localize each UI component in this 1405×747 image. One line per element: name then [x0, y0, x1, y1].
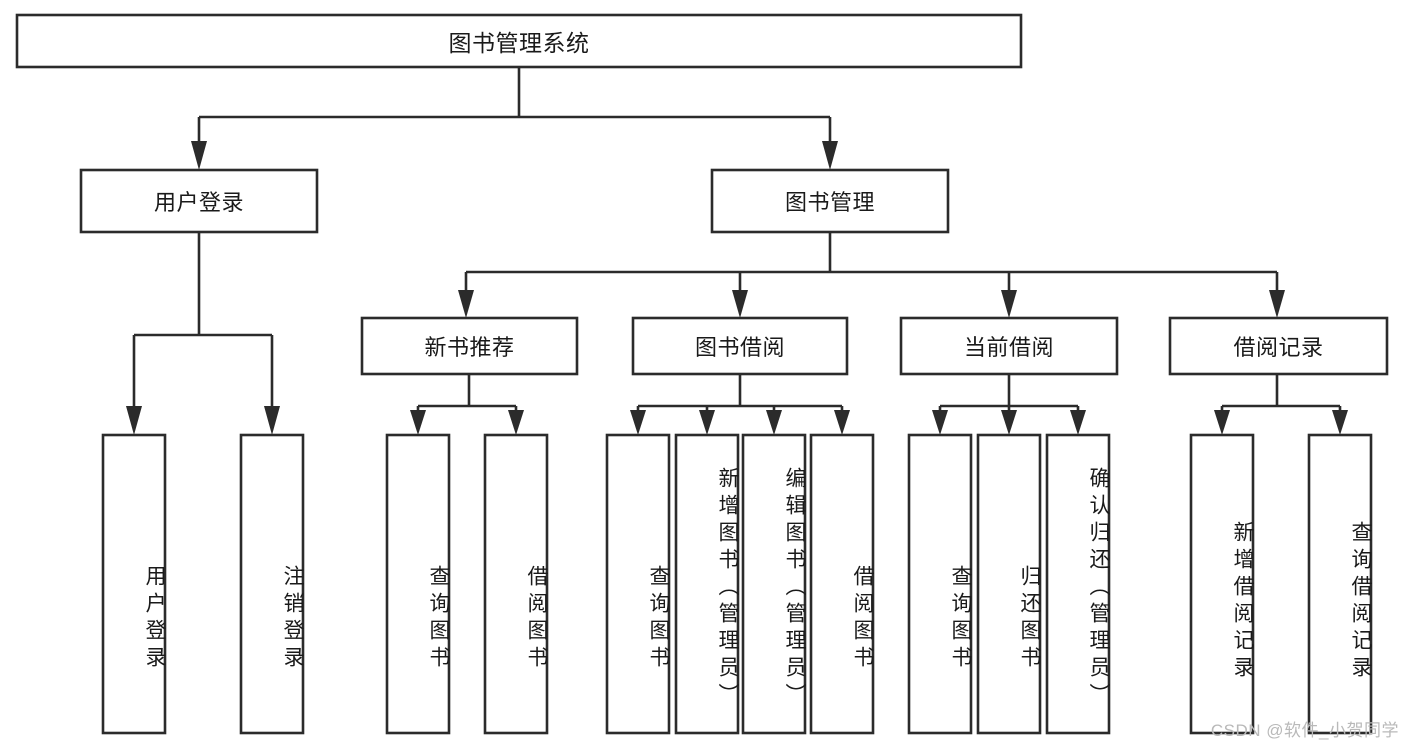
arrow-current-borrow-to-leaf-2	[1001, 410, 1017, 435]
node-new-book-recommend[interactable]	[360, 316, 579, 376]
node-leaf-book-borrow-2[interactable]	[674, 433, 740, 735]
arrow-book-borrow-to-leaf-2	[699, 410, 715, 435]
node-leaf-book-borrow-4[interactable]	[809, 433, 875, 735]
node-leaf-borrow-record-1[interactable]	[1189, 433, 1255, 735]
node-leaf-current-borrow-1[interactable]	[907, 433, 973, 735]
arrow-new-book-to-leaf-2	[508, 410, 524, 435]
arrow-bm-to-borrow-record	[1269, 290, 1285, 318]
node-leaf-user-login-2[interactable]	[239, 433, 305, 735]
node-root-book-management-system[interactable]	[15, 13, 1023, 69]
arrow-bm-to-current-borrow	[1001, 290, 1017, 318]
arrow-book-borrow-to-leaf-1	[630, 410, 646, 435]
node-leaf-book-borrow-1[interactable]	[605, 433, 671, 735]
node-leaf-book-borrow-3[interactable]	[741, 433, 807, 735]
node-leaf-new-book-2[interactable]	[483, 433, 549, 735]
node-book-management[interactable]	[710, 168, 950, 234]
arrow-user-login-to-leaf-2	[264, 406, 280, 435]
arrow-bm-to-new-book	[458, 290, 474, 318]
node-leaf-borrow-record-2[interactable]	[1307, 433, 1373, 735]
arrow-current-borrow-to-leaf-3	[1070, 410, 1086, 435]
node-user-login[interactable]	[79, 168, 319, 234]
node-leaf-new-book-1[interactable]	[385, 433, 451, 735]
arrow-bm-to-book-borrow	[732, 290, 748, 318]
node-borrow-record[interactable]	[1168, 316, 1389, 376]
arrow-borrow-record-to-leaf-1	[1214, 410, 1230, 435]
arrow-current-borrow-to-leaf-1	[932, 410, 948, 435]
arrow-root-to-book-management	[822, 141, 838, 170]
arrow-root-to-user-login	[191, 141, 207, 170]
node-book-borrow[interactable]	[631, 316, 849, 376]
arrow-user-login-to-leaf-1	[126, 406, 142, 435]
node-leaf-current-borrow-3[interactable]	[1045, 433, 1111, 735]
arrow-book-borrow-to-leaf-3	[766, 410, 782, 435]
arrow-new-book-to-leaf-1	[410, 410, 426, 435]
arrow-borrow-record-to-leaf-2	[1332, 410, 1348, 435]
node-current-borrow[interactable]	[899, 316, 1119, 376]
node-leaf-current-borrow-2[interactable]	[976, 433, 1042, 735]
arrow-book-borrow-to-leaf-4	[834, 410, 850, 435]
node-leaf-user-login-1[interactable]	[101, 433, 167, 735]
